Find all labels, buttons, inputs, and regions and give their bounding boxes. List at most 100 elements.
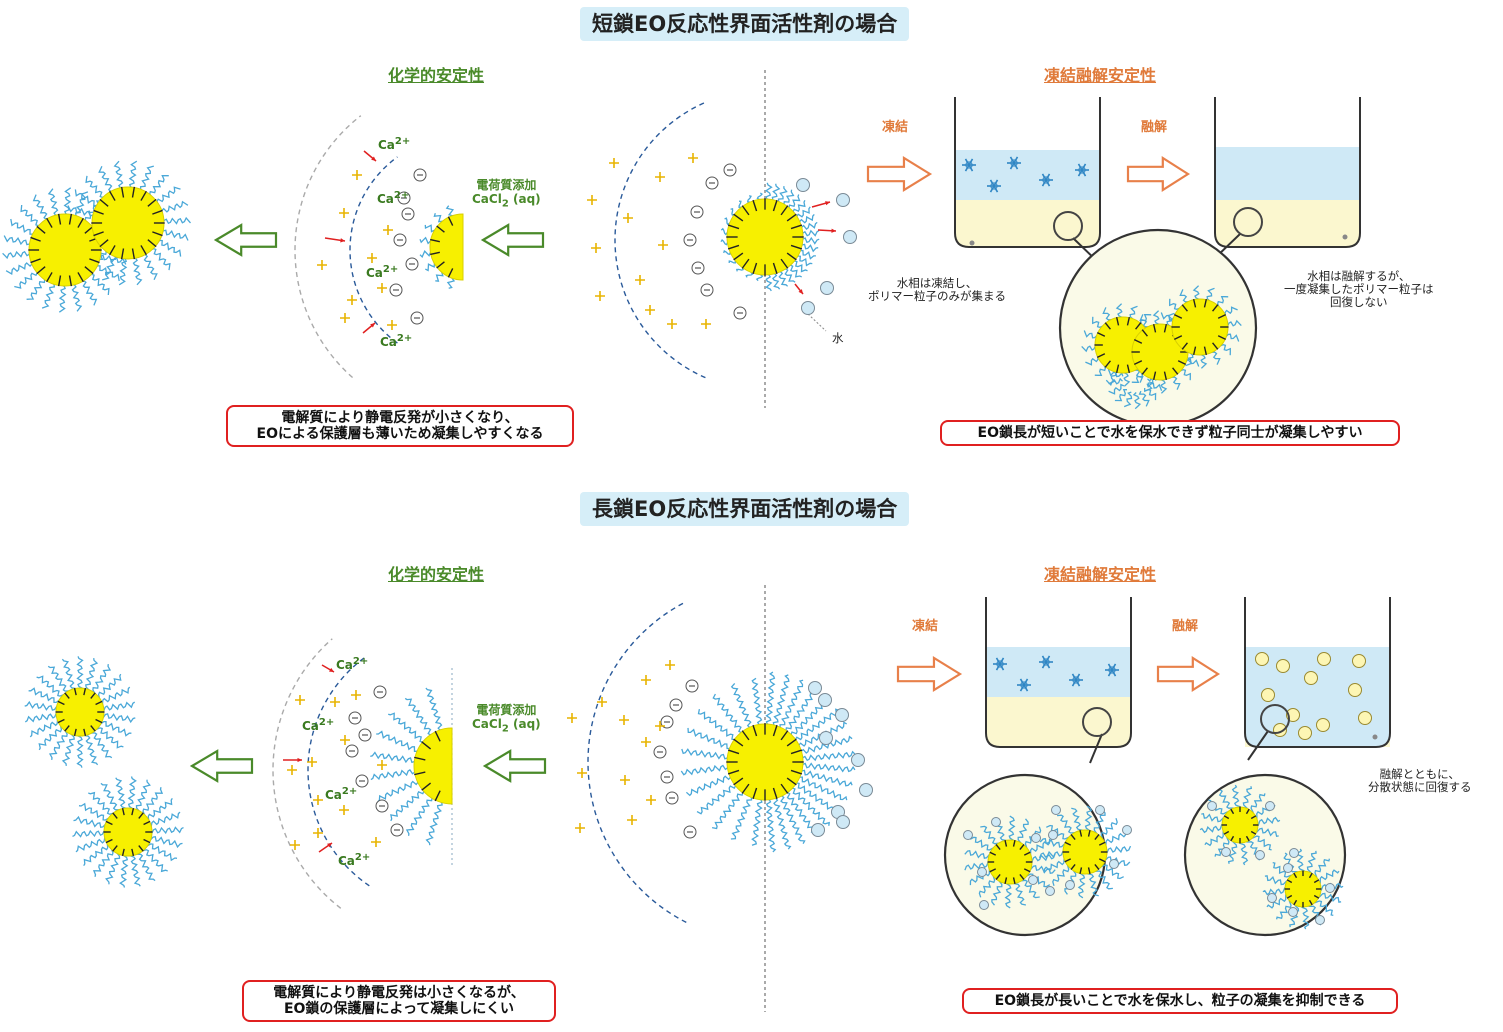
eo-chain bbox=[83, 732, 99, 766]
cation-plus bbox=[655, 721, 665, 731]
eo-chain bbox=[26, 275, 47, 300]
eo-chain bbox=[20, 204, 43, 228]
ft-conclusion-short: EO鎖長が短いことで水を保水できず粒子同士が凝集しやすい bbox=[940, 420, 1400, 447]
chem-heading-long: 化学的安定性 bbox=[388, 565, 485, 584]
surfactant-tick bbox=[752, 262, 758, 275]
surfactant-tick bbox=[138, 845, 144, 852]
zoom-connector bbox=[1247, 730, 1269, 761]
eo-chain bbox=[10, 218, 37, 236]
surfactant-tick bbox=[1141, 329, 1148, 337]
cation-plus bbox=[609, 158, 619, 168]
eo-chain bbox=[100, 713, 136, 724]
freeze-note-short: 水相は凍結し、 ポリマー粒子のみが集まる bbox=[868, 276, 1006, 304]
surfactant-tick bbox=[772, 724, 778, 737]
eo-chain bbox=[61, 732, 75, 766]
water-molecule bbox=[836, 193, 850, 207]
cation-plus bbox=[330, 697, 340, 707]
ion-name: Ca bbox=[336, 658, 353, 672]
eo-chain bbox=[48, 729, 69, 760]
red-pointer-arrowhead bbox=[825, 201, 830, 206]
eo-chain bbox=[73, 815, 108, 829]
ion-name: Ca bbox=[302, 719, 319, 733]
surfactant-tick bbox=[138, 812, 144, 819]
water-molecule bbox=[1288, 907, 1298, 917]
eo-chain bbox=[1025, 872, 1051, 888]
ion-charge: 2+ bbox=[394, 136, 411, 147]
hollow-right-arrow bbox=[1156, 655, 1221, 693]
eo-chain bbox=[85, 658, 99, 692]
eo-chain bbox=[1052, 864, 1071, 886]
water-molecule bbox=[1207, 801, 1217, 811]
eo-chain bbox=[1043, 857, 1068, 874]
surfactant-tick bbox=[1212, 342, 1219, 350]
surfactant-tick bbox=[105, 838, 113, 844]
surfactant-tick bbox=[64, 725, 70, 732]
surfactant-tick bbox=[989, 851, 997, 856]
eo-chain bbox=[128, 852, 141, 887]
cation-plus bbox=[313, 795, 323, 805]
eo-chain bbox=[376, 730, 422, 753]
eo-chain bbox=[47, 665, 71, 695]
eo-chain bbox=[1103, 856, 1131, 867]
dispersed-particle bbox=[1304, 671, 1318, 685]
snowflake-icon bbox=[1069, 673, 1083, 687]
surfactant-tick bbox=[733, 213, 744, 222]
note-line: ポリマー粒子のみが集まる bbox=[868, 289, 1006, 304]
conclusion-line: EO鎖の保護層によって凝集しにくい bbox=[283, 1001, 515, 1018]
surfactant-tick bbox=[421, 782, 432, 791]
eo-chain bbox=[1255, 816, 1281, 827]
eo-chain bbox=[88, 791, 115, 817]
polymer-particle bbox=[28, 213, 102, 287]
surfactant-tick bbox=[30, 258, 41, 264]
eo-chain bbox=[105, 851, 121, 885]
eo-chain bbox=[1027, 838, 1051, 856]
beaker-latex-phase bbox=[1215, 200, 1360, 247]
eo-chain bbox=[969, 836, 995, 852]
eo-chain bbox=[1084, 805, 1093, 833]
eo-chain bbox=[405, 793, 434, 836]
eo-chain bbox=[141, 787, 164, 816]
red-pointer-arrowhead bbox=[798, 289, 803, 294]
surfactant-tick bbox=[780, 258, 789, 269]
surfactant-tick bbox=[1079, 829, 1083, 837]
surfactant-tick bbox=[772, 787, 778, 800]
surfactant-tick bbox=[430, 238, 440, 243]
point-marker bbox=[1342, 234, 1348, 240]
eo-chain bbox=[730, 682, 755, 731]
eo-chain bbox=[1071, 807, 1084, 834]
ion-name: Ca bbox=[380, 335, 397, 349]
surfactant-tick bbox=[421, 741, 432, 750]
surfactant-tick bbox=[1019, 844, 1025, 851]
snowflake-ring bbox=[1072, 676, 1080, 684]
beaker-water-phase bbox=[986, 647, 1131, 697]
red-pointer-arrowhead bbox=[371, 156, 376, 161]
eo-chain bbox=[712, 693, 746, 736]
eo-chain bbox=[67, 205, 98, 217]
surfactant-tick bbox=[780, 730, 789, 741]
eo-chain bbox=[1238, 840, 1249, 866]
water-molecule bbox=[801, 301, 815, 315]
add-label-cacl: CaCl bbox=[472, 716, 502, 731]
eo-chain bbox=[730, 792, 753, 840]
cation-plus bbox=[352, 170, 362, 180]
thaw-note-short: 水相は融解するが、 一度凝集したポリマー粒子は 回復しない bbox=[1284, 269, 1434, 310]
eo-chain bbox=[425, 798, 443, 846]
eo-chain bbox=[92, 848, 115, 877]
eo-chain bbox=[75, 836, 108, 853]
note-line: 水相は凍結し、 bbox=[896, 276, 978, 290]
eo-chain bbox=[41, 279, 56, 309]
eo-chain bbox=[1255, 827, 1279, 838]
eo-chain bbox=[792, 781, 840, 814]
ion-name: Ca bbox=[366, 266, 383, 280]
eo-chain bbox=[1201, 812, 1225, 823]
surfactant-tick bbox=[1133, 338, 1143, 344]
eo-chain bbox=[964, 849, 992, 859]
eo-chain bbox=[76, 656, 84, 691]
water-molecule bbox=[1028, 875, 1038, 885]
double-layer-arc bbox=[349, 156, 398, 344]
eo-chain bbox=[89, 729, 113, 759]
eo-chain bbox=[980, 825, 1000, 847]
snowflake-spoke bbox=[995, 657, 1005, 671]
add-label-long: 電荷質添加 CaCl2 (aq) bbox=[472, 703, 541, 735]
eo-chain bbox=[78, 802, 110, 822]
